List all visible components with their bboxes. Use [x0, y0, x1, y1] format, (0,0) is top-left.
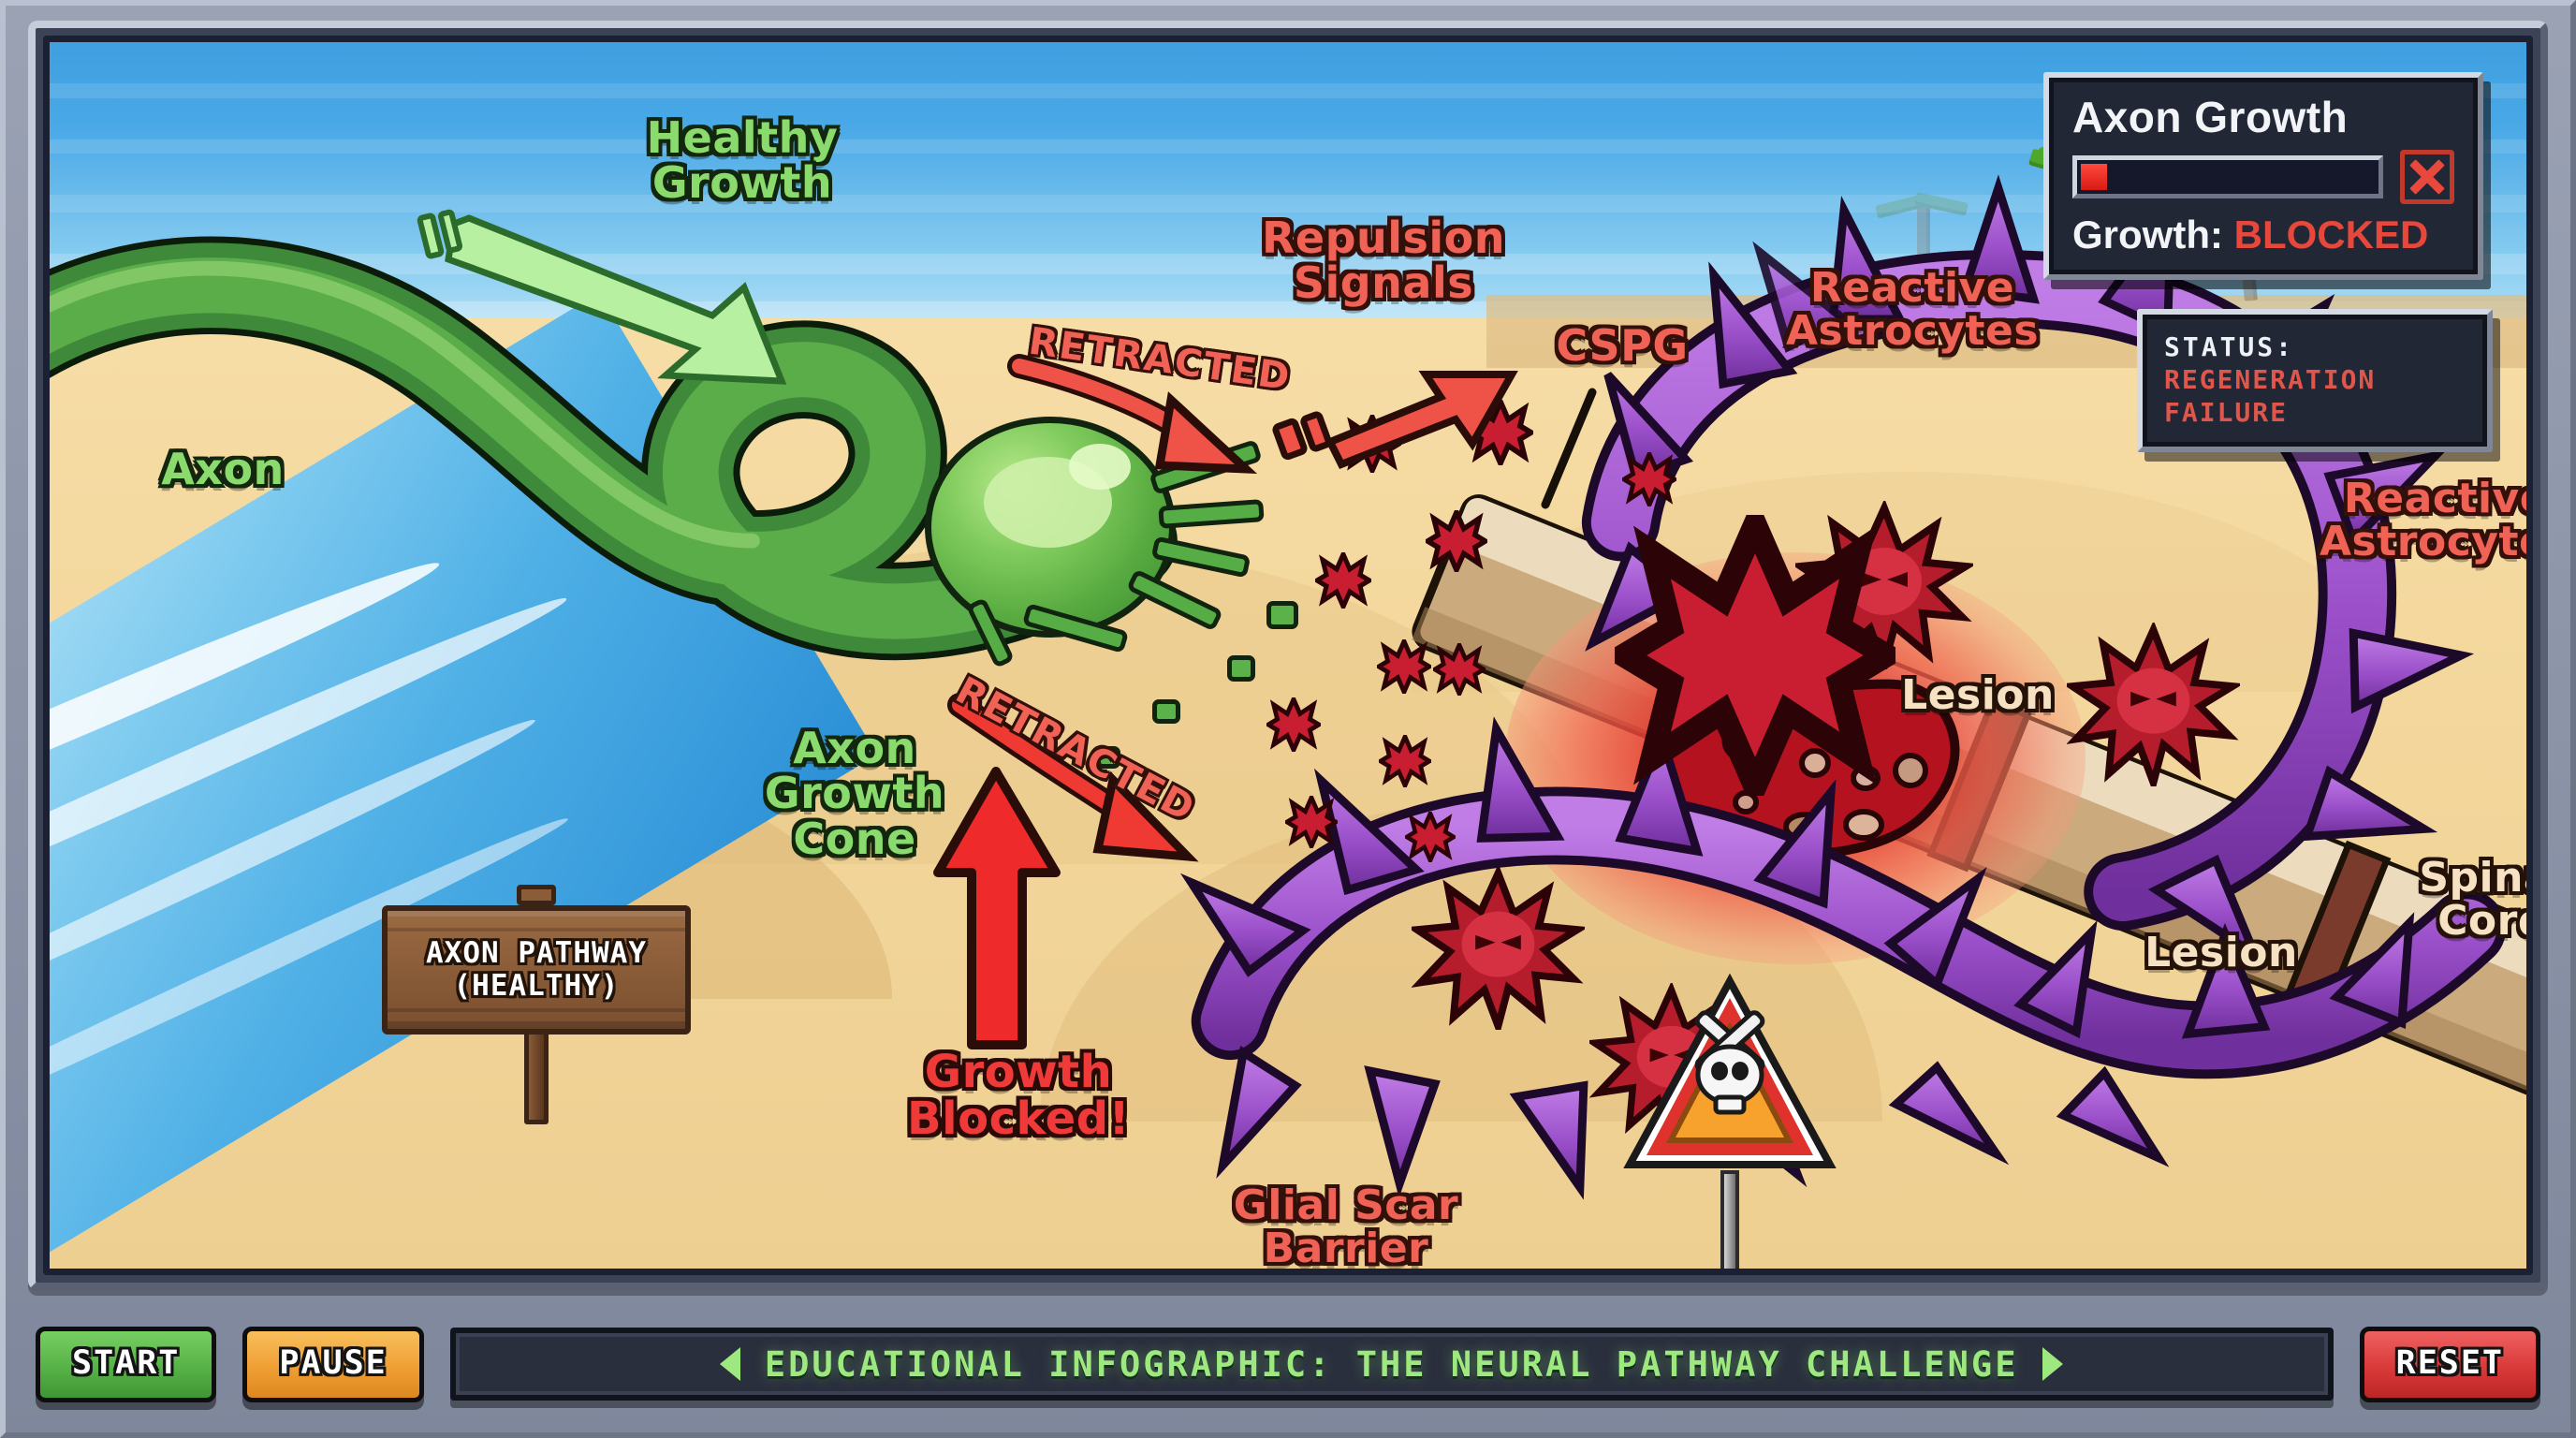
growth-progress-bar: [2072, 155, 2383, 198]
retracted-lower-arrow: [947, 688, 1229, 885]
axon-debris: [1152, 699, 1180, 724]
cspg-molecule: [1615, 515, 1895, 796]
cspg-molecule: [1622, 452, 1676, 506]
axon-growth-hud: Axon Growth Growth: BLOCKED: [2043, 72, 2483, 280]
x-mark-icon: [2400, 150, 2454, 204]
cspg-molecule: [1266, 697, 1321, 752]
triangle-left-icon[interactable]: [719, 1347, 740, 1381]
reset-button[interactable]: RESET: [2359, 1326, 2540, 1402]
growth-progress-fill: [2081, 164, 2108, 190]
healthy-growth-arrow: [415, 209, 817, 398]
cspg-molecule: [1433, 643, 1486, 696]
ticker-text: EDUCATIONAL INFOGRAPHIC: THE NEURAL PATH…: [764, 1343, 2019, 1385]
triangle-right-icon[interactable]: [2042, 1347, 2064, 1381]
axon-growth-cone: [925, 417, 1176, 638]
growth-status-row: Growth: BLOCKED: [2072, 215, 2454, 255]
retracted-upper-arrow: [1007, 351, 1266, 482]
reactive-astrocyte: [2061, 620, 2245, 795]
pause-button[interactable]: PAUSE: [242, 1326, 424, 1402]
signpost-line-1: AXON PATHWAY: [426, 936, 647, 971]
axon-debris: [1227, 655, 1255, 682]
axon-pathway-signpost: AXON PATHWAY (HEALTHY): [382, 885, 691, 1128]
reactive-astrocyte: [1406, 863, 1589, 1038]
hud-title: Axon Growth: [2072, 93, 2349, 141]
axon-path: [50, 236, 1178, 661]
screen-bezel: AXON PATHWAY (HEALTHY): [28, 21, 2548, 1290]
hazard-sign: [1622, 974, 1837, 1269]
scene-stage: AXON PATHWAY (HEALTHY): [50, 42, 2526, 1269]
cspg-molecule: [1379, 735, 1431, 787]
status-label: STATUS:: [2164, 331, 2295, 362]
skull-crossbones-icon: [1694, 1010, 1765, 1115]
axon-debris: [1266, 601, 1298, 629]
growth-status-value: BLOCKED: [2233, 213, 2429, 257]
ticker-bar: EDUCATIONAL INFOGRAPHIC: THE NEURAL PATH…: [449, 1328, 2334, 1401]
repulsion-signals-arrow: [1272, 365, 1529, 477]
cspg-pointer-line: [1538, 388, 1603, 510]
cspg-molecule: [1315, 552, 1371, 609]
game-screen: AXON PATHWAY (HEALTHY): [43, 36, 2533, 1275]
status-value: REGENERATION FAILURE: [2164, 364, 2377, 428]
axon-debris: [1096, 746, 1120, 769]
status-hud: STATUS: REGENERATION FAILURE: [2137, 309, 2493, 452]
bottom-toolbar: START PAUSE EDUCATIONAL INFOGRAPHIC: THE…: [0, 1290, 2576, 1438]
cspg-molecule: [1285, 796, 1338, 848]
growth-blocked-arrow: [925, 767, 1075, 1058]
scene-label-axon-repulsion-zone: Axon Repulsion Zone: [1874, 1268, 2371, 1269]
growth-status-label: Growth:: [2072, 213, 2223, 257]
cspg-molecule: [1377, 639, 1431, 694]
cspg-molecule: [1405, 812, 1456, 862]
start-button[interactable]: START: [36, 1326, 217, 1402]
signpost-line-2: (HEALTHY): [453, 969, 620, 1003]
cspg-molecule: [1426, 510, 1487, 572]
